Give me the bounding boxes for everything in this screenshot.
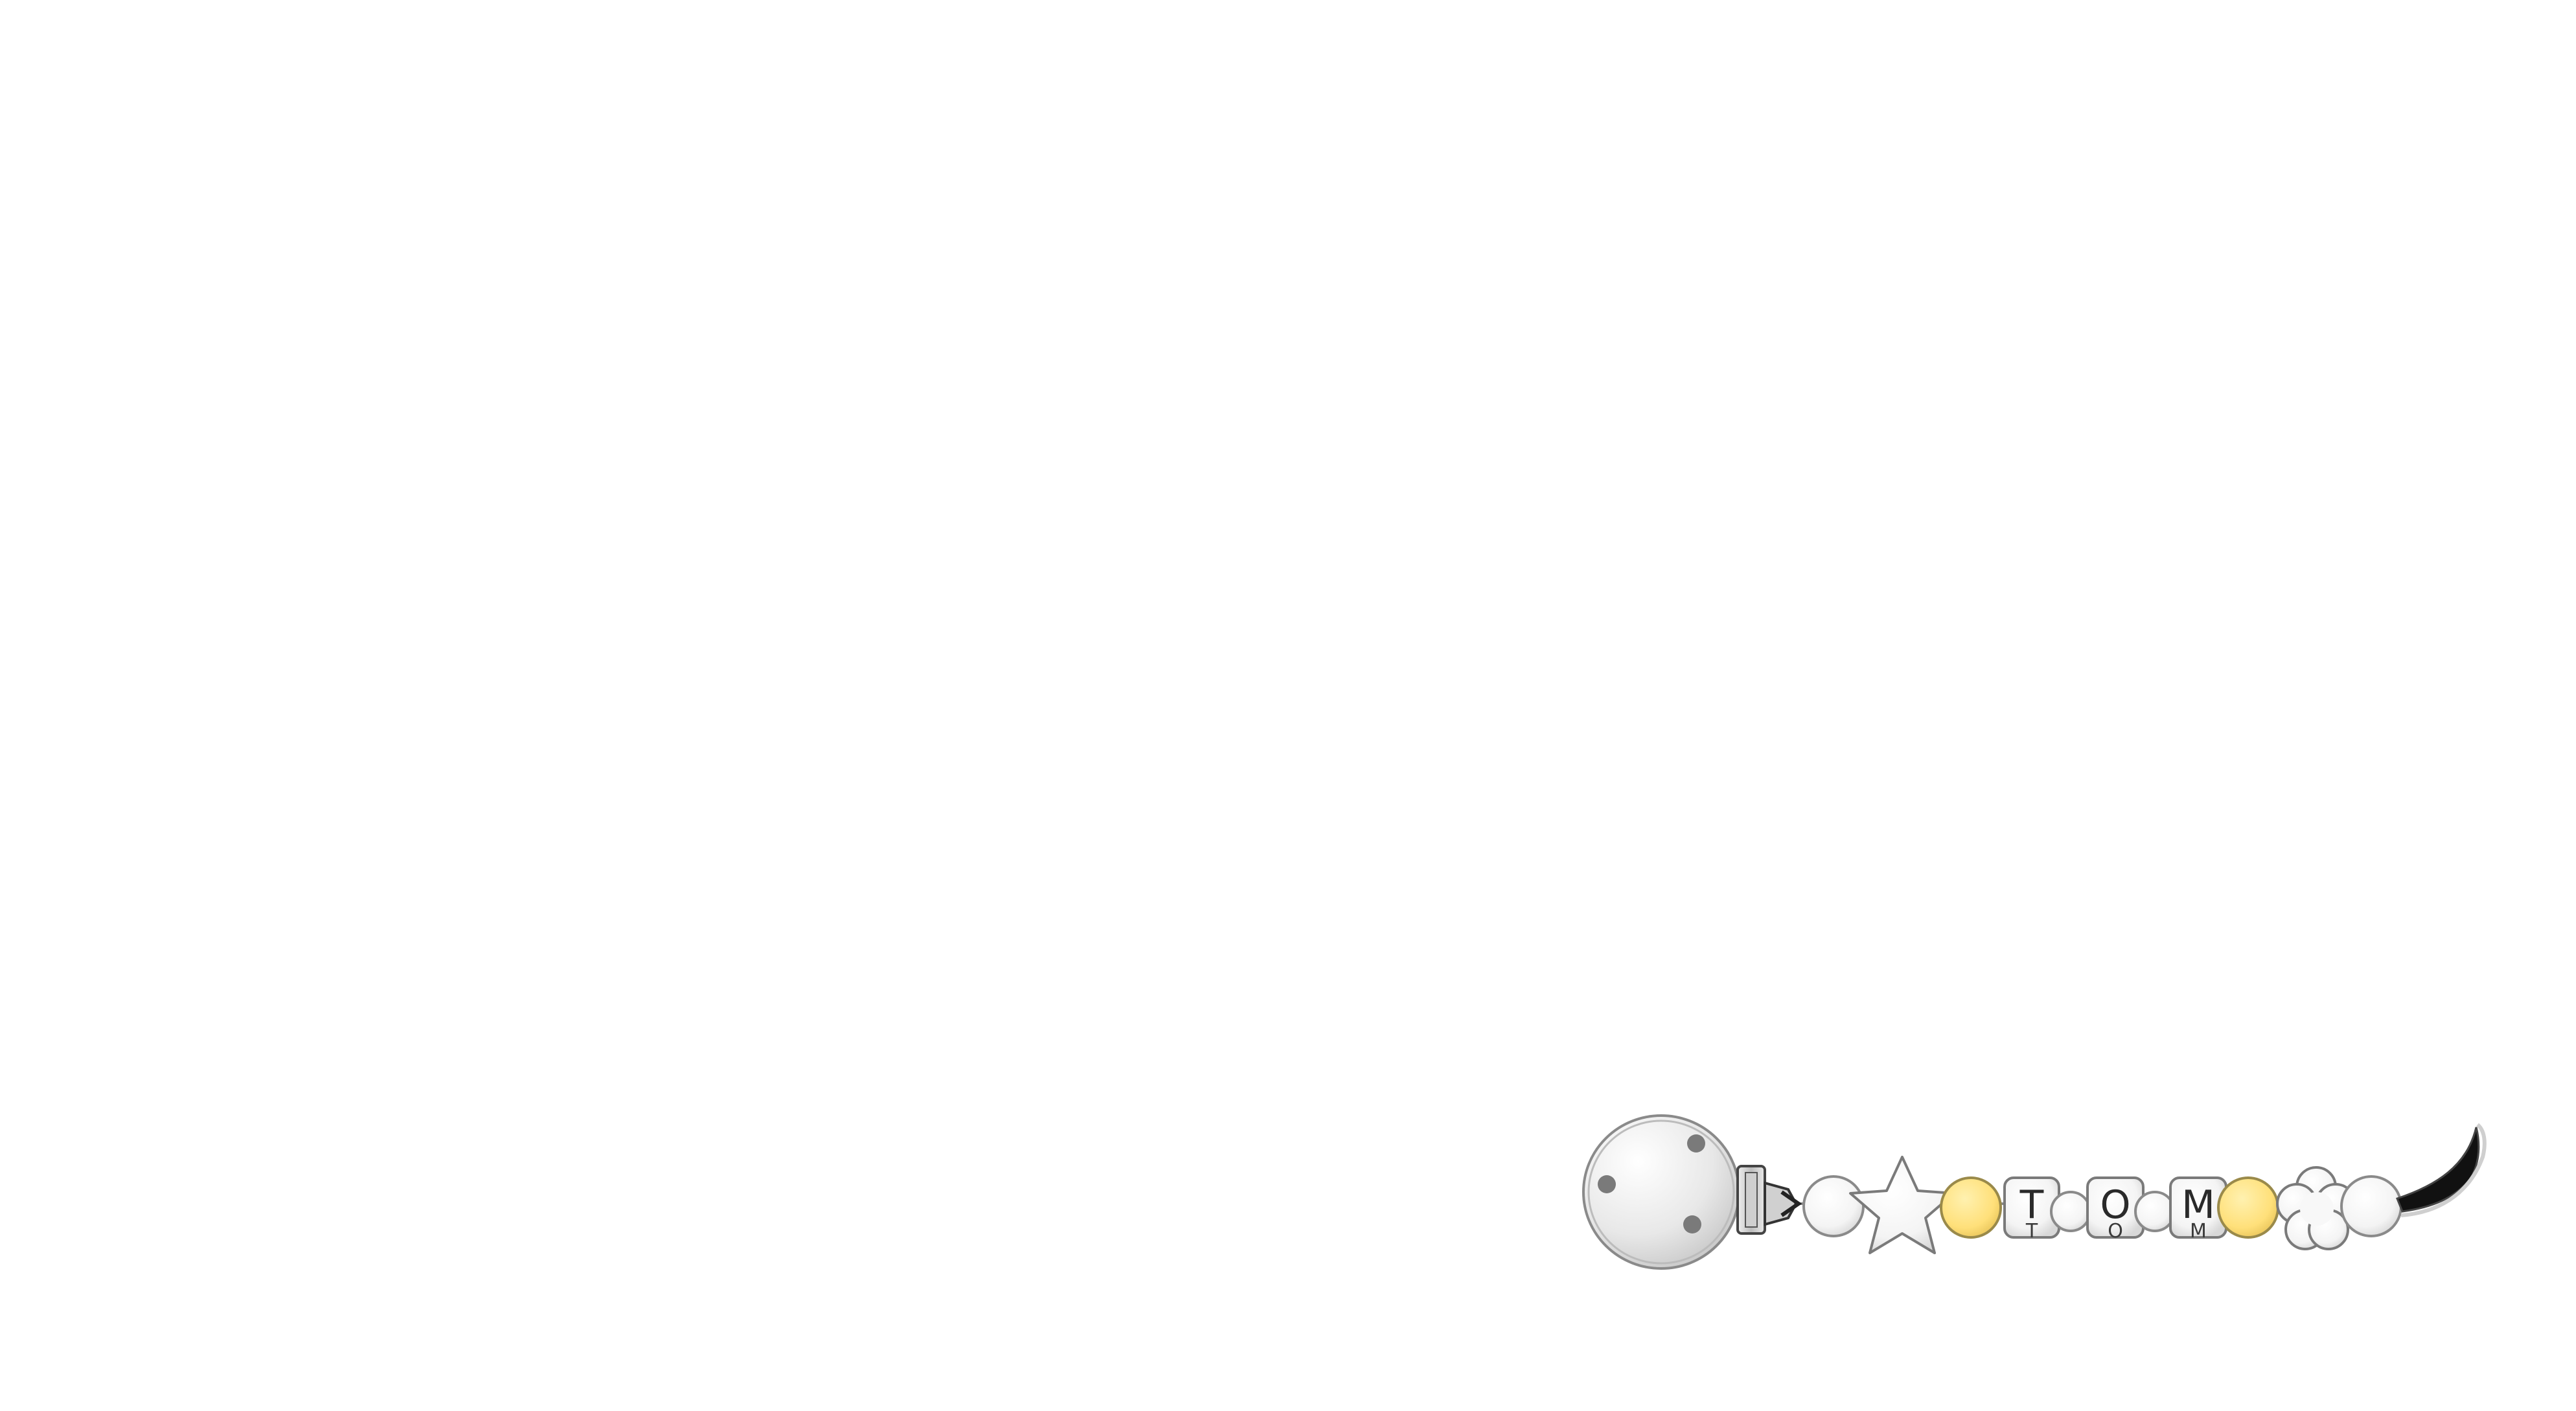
pacifier-clip-icon [1582,1114,1740,1270]
small-white-bead [2134,1191,2176,1232]
star-bead-icon [1849,1156,1955,1254]
white-bead [2340,1175,2402,1237]
small-white-bead [2050,1191,2091,1232]
svg-text:T: T [2025,1220,2038,1243]
yellow-bead [1940,1176,2002,1239]
letter-bead-m: M M [2169,1176,2227,1243]
white-bead [1802,1175,1865,1237]
svg-text:O: O [2108,1220,2123,1243]
metal-clasp-icon [1736,1165,1802,1235]
svg-text:T: T [2019,1182,2044,1228]
letter-bead-t: T T [2003,1176,2060,1243]
svg-text:M: M [2190,1220,2207,1243]
yellow-bead [2217,1176,2279,1239]
flower-bead-icon [2276,1166,2356,1250]
svg-text:M: M [2181,1182,2215,1228]
svg-text:O: O [2100,1182,2130,1228]
ribbon-loop-icon [2396,1123,2487,1217]
